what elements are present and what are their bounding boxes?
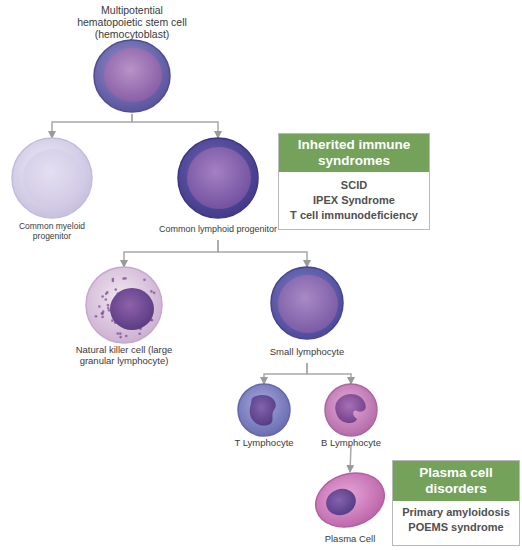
cell-nucleus (278, 275, 338, 333)
cell-nucleus (23, 149, 83, 207)
granule (119, 336, 122, 339)
disease-item: T cell immunodeficiency (279, 208, 429, 223)
granule (101, 295, 104, 298)
granule (153, 292, 156, 295)
granule (119, 332, 122, 335)
cell-label: B Lymphocyte (309, 438, 393, 449)
disease-item: Primary amyloidosis (393, 505, 519, 520)
lineage-arrow (218, 240, 307, 267)
granule (112, 278, 115, 281)
disease-box: Plasma cell disordersPrimary amyloidosis… (392, 460, 520, 546)
lineage-arrow (124, 240, 218, 267)
cell-label: Common lymphoid progenitor (153, 224, 283, 234)
cell-nucleus (110, 288, 154, 330)
cell-membrane (86, 267, 162, 343)
cell-nucleus (323, 485, 360, 519)
cell-node: Plasma Cell (305, 472, 395, 548)
cell-nucleus (187, 147, 251, 209)
lineage-arrow (350, 446, 351, 472)
lineage-arrow (264, 363, 307, 384)
granule (122, 277, 125, 280)
granule (143, 278, 146, 281)
granule (107, 307, 110, 310)
cell-membrane (325, 384, 377, 436)
cell-label: Small lymphocyte (252, 347, 362, 358)
cell-nucleus (104, 48, 162, 102)
cell-node: Common lymphoid progenitor (168, 138, 268, 240)
granules (95, 277, 156, 338)
lineage-arrow (307, 363, 351, 384)
box-heading: Plasma cell disorders (393, 461, 519, 501)
cell-membrane (271, 267, 343, 339)
granule (114, 288, 117, 291)
cell-illustration (309, 384, 393, 446)
cell-label: T Lymphocyte (222, 438, 306, 449)
box-heading: Inherited immune syndromes (279, 134, 429, 172)
cell-membrane (94, 40, 170, 112)
cell-node: Natural killer cell (large granular lymp… (62, 267, 186, 373)
granule (138, 332, 141, 335)
cell-membrane (238, 384, 290, 436)
granule (125, 335, 128, 338)
cell-membrane (309, 464, 392, 535)
granule (102, 310, 105, 313)
cell-label: Common myeloid progenitor (0, 222, 105, 242)
granule (95, 315, 98, 318)
granule (98, 305, 101, 308)
cell-node: B Lymphocyte (309, 384, 393, 446)
disease-item: IPEX Syndrome (279, 193, 429, 208)
cell-illustration (222, 384, 306, 446)
cell-nucleus (335, 394, 365, 423)
cell-nucleus (250, 395, 276, 425)
cell-membrane (178, 138, 258, 218)
granule (116, 332, 119, 335)
cell-label: Plasma Cell (305, 534, 395, 545)
disease-box: Inherited immune syndromesSCIDIPEX Syndr… (278, 133, 430, 230)
cell-node: Small lymphocyte (252, 267, 362, 363)
cell-membrane (12, 138, 92, 218)
granule (107, 304, 110, 307)
cell-label: Natural killer cell (large granular lymp… (62, 345, 186, 367)
granule (108, 309, 111, 312)
granule (106, 291, 109, 294)
lineage-arrow (52, 114, 132, 138)
disease-item: POEMS syndrome (393, 520, 519, 535)
granule (150, 290, 153, 293)
cell-node: Common myeloid progenitor (2, 138, 102, 238)
lineage-arrow (132, 114, 218, 138)
granule (101, 316, 104, 319)
cell-node: Multipotential hematopoietic stem cell (… (62, 4, 202, 114)
cell-node: T Lymphocyte (222, 384, 306, 446)
granule (105, 298, 108, 301)
disease-item: SCID (279, 178, 429, 193)
cell-label: Multipotential hematopoietic stem cell (… (69, 4, 195, 40)
